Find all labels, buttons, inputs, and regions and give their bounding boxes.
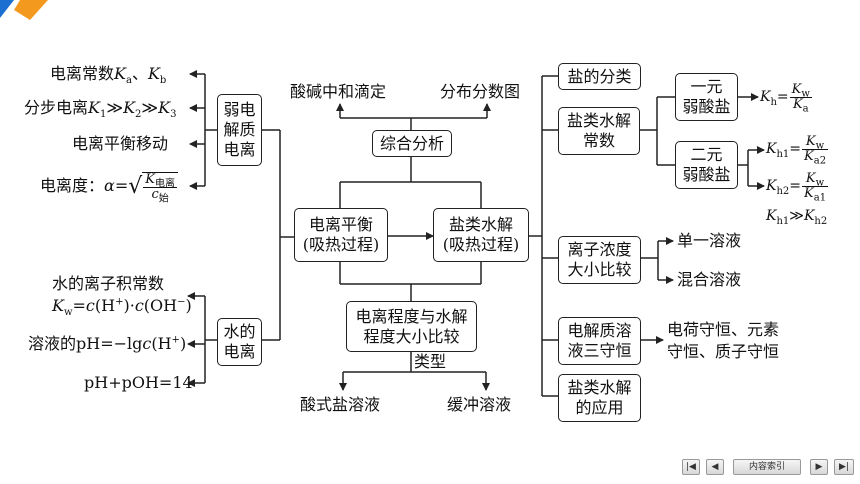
next-page-icon[interactable]: ▶ [810, 459, 828, 475]
single-solution-label: 单一溶液 [677, 231, 742, 250]
solution-ph-label: 溶液的pH=−lgc(H+) [28, 334, 187, 353]
hydrolysis-constant-box: 盐类水解常数 [558, 107, 640, 155]
diprotic-weak-acid-salt-box: 二元弱酸盐 [675, 141, 738, 189]
conservation-line-1: 电荷守恒、元素 [667, 320, 780, 339]
acid-salt-solution-label: 酸式盐溶液 [300, 395, 381, 414]
first-page-icon[interactable]: |◀ [682, 459, 700, 475]
kw-expression: Kw=c(H+)·c(OH−) [52, 296, 192, 319]
previous-page-icon[interactable]: ◀ [706, 459, 724, 475]
salt-hydrolysis-box: 盐类水解(吸热过程) [433, 208, 529, 262]
degree-comparison-box: 电离程度与水解程度大小比较 [346, 301, 477, 352]
weak-electrolyte-ionization-box: 弱电解质电离 [217, 94, 262, 166]
water-ionization-box: 水的电离 [217, 318, 262, 366]
equilibrium-shift-label: 电离平衡移动 [72, 134, 169, 153]
kh-comparison: Kh1≫Kh2 [766, 208, 828, 227]
acid-base-titration-label: 酸碱中和滴定 [290, 82, 387, 101]
corner-decoration [0, 0, 48, 20]
stepwise-ionization-label: 分步电离K1≫K2≫K3 [24, 98, 177, 121]
content-index-button[interactable]: 内容索引 [733, 459, 801, 475]
distribution-fraction-label: 分布分数图 [440, 82, 521, 101]
conservation-line-2: 守恒、质子守恒 [667, 342, 780, 361]
ion-concentration-comparison-box: 离子浓度大小比较 [558, 236, 641, 284]
type-label: 类型 [414, 352, 447, 371]
mixed-solution-label: 混合溶液 [677, 270, 742, 289]
comprehensive-analysis-box: 综合分析 [372, 130, 452, 157]
ionization-constant-label: 电离常数Ka、Kb [50, 64, 167, 87]
buffer-solution-label: 缓冲溶液 [447, 395, 512, 414]
monoprotic-weak-acid-salt-box: 一元弱酸盐 [675, 73, 738, 121]
ionization-equilibrium-box: 电离平衡(吸热过程) [294, 208, 388, 262]
water-ion-product-label: 水的离子积常数 [52, 274, 165, 293]
three-conservations-box: 电解质溶液三守恒 [558, 317, 641, 365]
salt-classification-box: 盐的分类 [558, 63, 641, 90]
ph-poh-label: pH+pOH=14 [84, 373, 193, 392]
last-page-icon[interactable]: ▶| [834, 459, 854, 475]
hydrolysis-applications-box: 盐类水解的应用 [558, 374, 641, 422]
